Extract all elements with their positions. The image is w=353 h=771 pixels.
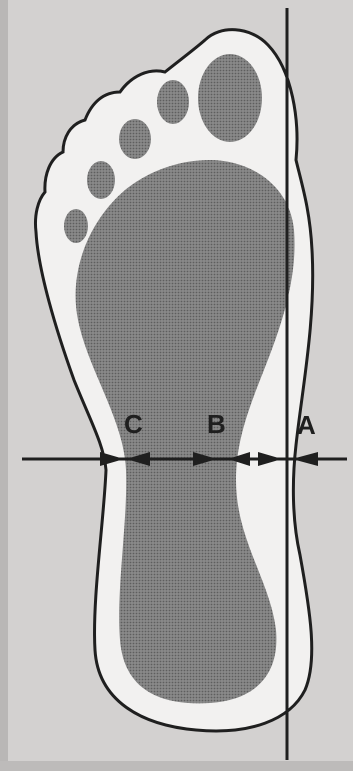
label-c: C — [124, 409, 143, 439]
toe-print — [157, 80, 189, 124]
toe-print — [87, 161, 115, 199]
toe-print — [64, 209, 88, 243]
toe-print — [119, 119, 151, 159]
label-b: B — [207, 409, 226, 439]
label-a: A — [297, 410, 316, 440]
big-toe-print — [198, 54, 262, 142]
